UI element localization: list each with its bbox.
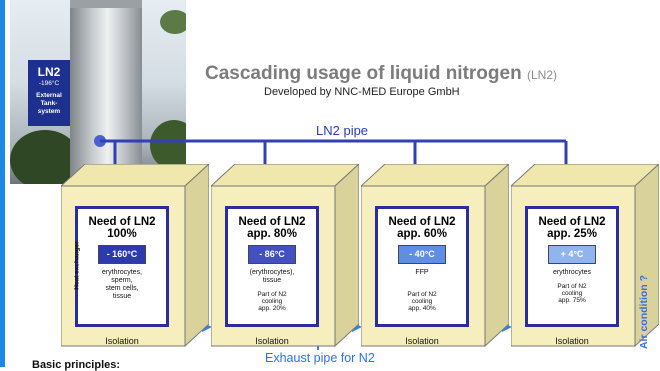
n2-cooling-line: Part of N2 xyxy=(257,291,287,298)
stored-content: (erythrocytes), tissue xyxy=(228,269,316,285)
stored-content-line: tissue xyxy=(112,293,132,300)
n2-cooling-share: Part of N2 cooling app. 20% xyxy=(228,291,316,312)
n2-cooling-line: cooling xyxy=(411,298,433,305)
storage-box-panel: Need of LN2 app. 25% + 4°C erythrocytes … xyxy=(525,206,619,327)
storage-box-2: Need of LN2 app. 80% - 86°C (erythrocyte… xyxy=(211,164,359,348)
stored-content: FFP xyxy=(378,269,466,277)
n2-cooling-line: app. 20% xyxy=(258,305,286,312)
stored-content-line: sperm, xyxy=(111,277,133,284)
tank-label-line: Tank- xyxy=(40,100,58,107)
ln2-need-label: Need of LN2 xyxy=(88,216,156,228)
page-title-sub: (LN2) xyxy=(526,68,557,82)
tank-label: LN2 -196°C External Tank- system xyxy=(28,60,70,126)
tank-label-title: LN2 xyxy=(37,65,61,79)
stored-content: erythrocytes, sperm, stem cells, tissue xyxy=(78,269,166,301)
storage-box-panel: Need of LN2 100% - 160°C erythrocytes, s… xyxy=(75,206,169,327)
n2-cooling-line: Part of N2 xyxy=(557,283,587,290)
stored-content-line: tissue xyxy=(262,277,282,284)
tank-cylinder xyxy=(70,6,142,184)
storage-box-3: Need of LN2 app. 60% - 40°C FFP Part of … xyxy=(361,164,509,348)
air-condition-text: Air condition ? xyxy=(638,274,650,350)
stored-content-line: FFP xyxy=(415,269,429,276)
stored-content-line: (erythrocytes), xyxy=(249,269,295,276)
temperature-badge: + 4°C xyxy=(548,245,596,264)
n2-cooling-share: Part of N2 cooling app. 40% xyxy=(378,291,466,312)
ln2-need-amount: app. 25% xyxy=(547,228,597,240)
ln2-need-amount: app. 60% xyxy=(397,228,447,240)
storage-box-4: Need of LN2 app. 25% + 4°C erythrocytes … xyxy=(511,164,659,348)
n2-cooling-line: app. 40% xyxy=(408,305,436,312)
tank-label-temp: -196°C xyxy=(38,80,60,87)
temperature-badge: - 40°C xyxy=(398,245,446,264)
storage-box-panel: Need of LN2 app. 80% - 86°C (erythrocyte… xyxy=(225,206,319,327)
slide-left-edge xyxy=(0,0,5,367)
isolation-label: Isolation xyxy=(405,336,439,346)
temperature-badge: - 160°C xyxy=(98,245,146,264)
storage-box-panel: Need of LN2 app. 60% - 40°C FFP Part of … xyxy=(375,206,469,327)
stored-content-line: erythrocytes xyxy=(552,269,592,276)
ln2-need-label: Need of LN2 xyxy=(538,216,606,228)
air-condition-label: Air condition ? xyxy=(634,275,654,352)
temperature-badge: - 86°C xyxy=(248,245,296,264)
tank-label-line: system xyxy=(37,108,61,115)
tank-label-text: External Tank- system xyxy=(28,92,70,116)
ln2-pipe-label: LN2 pipe xyxy=(316,123,369,138)
isolation-label: Isolation xyxy=(105,336,139,346)
isolation-label: Isolation xyxy=(255,336,289,346)
page-title: Cascading usage of liquid nitrogen (LN2) xyxy=(205,63,557,85)
n2-cooling-line: app. 75% xyxy=(558,297,586,304)
page-title-main: Cascading usage of liquid nitrogen xyxy=(205,63,522,84)
n2-cooling-line: cooling xyxy=(261,298,283,305)
tank-label-line: External xyxy=(36,92,62,99)
page-subtitle: Developed by NNC-MED Europe GmbH xyxy=(264,86,460,98)
ln2-need-amount: 100% xyxy=(107,228,137,240)
stored-content-line: stem cells, xyxy=(105,285,139,292)
n2-cooling-line: Part of N2 xyxy=(407,291,437,298)
storage-box-1: Need of LN2 100% - 160°C erythrocytes, s… xyxy=(61,164,209,348)
exhaust-pipe-label: Exhaust pipe for N2 xyxy=(265,351,375,365)
ln2-need-label: Need of LN2 xyxy=(388,216,456,228)
isolation-label: Isolation xyxy=(555,336,589,346)
basic-principles-heading: Basic principles: xyxy=(32,359,121,371)
heat-exchanger-label: Heat exchanger xyxy=(73,241,81,290)
stored-content-line: erythrocytes, xyxy=(101,269,143,276)
tank-top xyxy=(70,0,142,8)
ln2-need-label: Need of LN2 xyxy=(238,216,306,228)
stored-content: erythrocytes xyxy=(528,269,616,277)
n2-cooling-share: Part of N2 cooling app. 75% xyxy=(528,283,616,304)
n2-cooling-line: cooling xyxy=(561,290,583,297)
ln2-need-amount: app. 80% xyxy=(247,228,297,240)
